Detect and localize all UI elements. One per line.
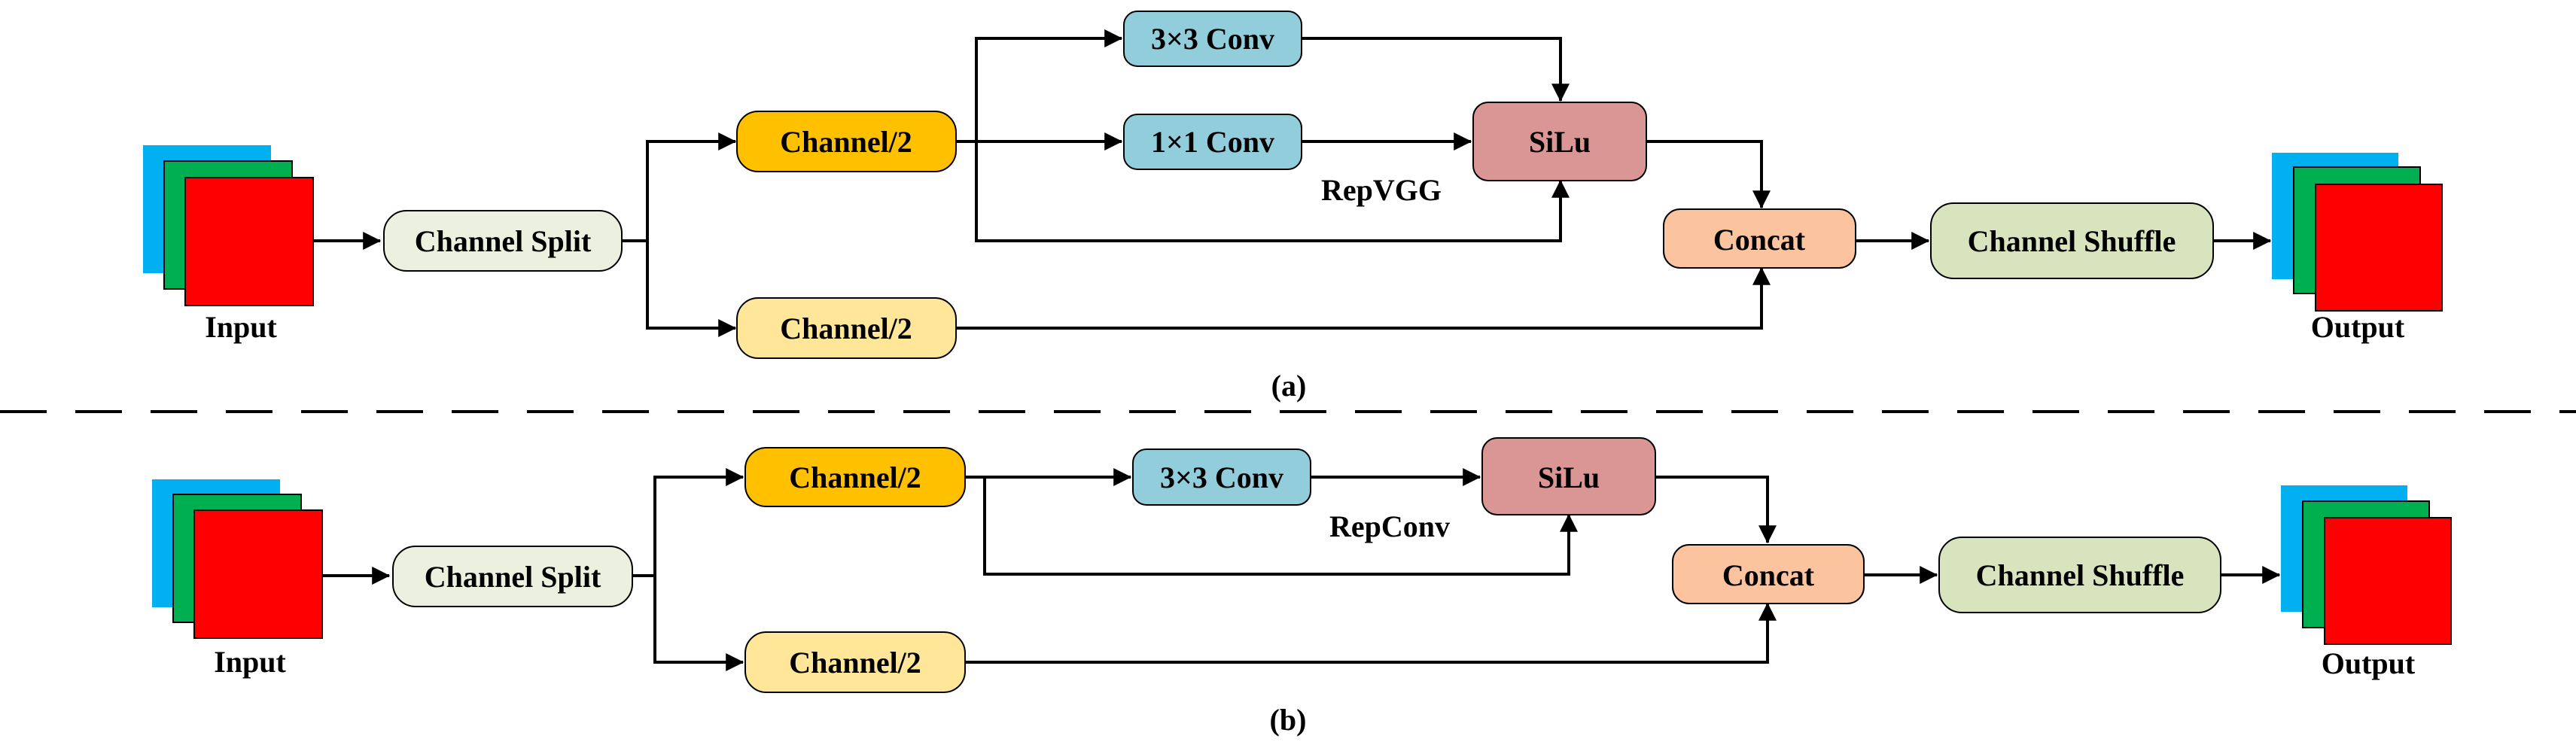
channel-half-top-node: Channel/2 <box>744 447 966 507</box>
output-feature-map-icon <box>2272 153 2443 312</box>
input-layer-front <box>193 509 323 639</box>
conv3x3-node: 3×3 Conv <box>1123 11 1302 67</box>
channel-half-top-node: Channel/2 <box>736 111 957 172</box>
edge-silu-to-concat <box>1655 476 1777 544</box>
silu-label: SiLu <box>1538 461 1600 494</box>
output-layer-front <box>2324 517 2452 645</box>
edge-channel-identity <box>975 141 1570 242</box>
connectors-b <box>322 468 2281 671</box>
channel-half-bottom-node: Channel/2 <box>736 297 957 359</box>
output-label: Output <box>2311 310 2405 344</box>
channel-shuffle-label: Channel Shuffle <box>1976 558 2185 592</box>
edge-channel-bottom-to-concat <box>965 602 1777 664</box>
output-feature-map-icon <box>2281 485 2452 645</box>
caption-a: (a) <box>1271 369 1307 403</box>
panel-a: Input Output Channel Split <box>143 11 2443 403</box>
silu-node: SiLu <box>1481 437 1656 515</box>
channel-half-top-label: Channel/2 <box>789 461 921 494</box>
channel-shuffle-node: Channel Shuffle <box>1938 537 2221 613</box>
channel-half-bottom-label: Channel/2 <box>780 312 912 345</box>
panel-b: Input Output Channel Split Channel/2 <box>152 437 2452 737</box>
connectors-a <box>313 29 2272 337</box>
silu-label: SiLu <box>1529 125 1591 159</box>
input-label: Input <box>205 310 277 344</box>
edge-split-to-channel-bottom <box>653 576 744 671</box>
channel-half-bottom-label: Channel/2 <box>789 646 921 680</box>
input-feature-map-icon <box>143 145 314 306</box>
concat-label: Concat <box>1722 558 1815 592</box>
conv3x3-node: 3×3 Conv <box>1132 448 1311 506</box>
channel-shuffle-node: Channel Shuffle <box>1930 202 2214 279</box>
edge-channel-identity <box>983 477 1578 576</box>
channel-split-node: Channel Split <box>392 546 633 607</box>
channel-half-top-label: Channel/2 <box>780 125 912 159</box>
edge-split-to-channel-bottom <box>646 241 737 337</box>
channel-split-label: Channel Split <box>415 224 592 258</box>
edge-split-to-channel-top <box>622 132 737 242</box>
conv1x1-node: 1×1 Conv <box>1123 114 1302 170</box>
conv3x3-label: 3×3 Conv <box>1160 461 1283 494</box>
edge-channel-bottom-to-concat <box>956 266 1771 330</box>
input-feature-map-icon <box>152 479 323 639</box>
repconv-label: RepConv <box>1329 509 1450 543</box>
edge-silu-to-concat <box>1646 140 1771 209</box>
output-label: Output <box>2322 646 2416 680</box>
output-layer-front <box>2315 184 2443 312</box>
edge-conv3-to-silu <box>1302 37 1570 102</box>
repvgg-label: RepVGG <box>1321 173 1442 207</box>
concat-node: Concat <box>1663 208 1856 269</box>
conv3x3-label: 3×3 Conv <box>1151 22 1274 56</box>
concat-label: Concat <box>1713 223 1806 257</box>
silu-node: SiLu <box>1472 102 1647 181</box>
channel-split-label: Channel Split <box>425 560 601 594</box>
conv1x1-label: 1×1 Conv <box>1151 125 1274 159</box>
channel-split-node: Channel Split <box>383 210 623 272</box>
input-layer-front <box>184 177 314 306</box>
channel-half-bottom-node: Channel/2 <box>744 631 966 693</box>
edge-channel-to-conv3 <box>975 29 1123 141</box>
input-label: Input <box>214 645 286 679</box>
channel-shuffle-label: Channel Shuffle <box>1968 224 2176 258</box>
concat-node: Concat <box>1672 544 1865 604</box>
edge-split-to-channel-top <box>632 468 744 577</box>
caption-b: (b) <box>1270 703 1307 737</box>
